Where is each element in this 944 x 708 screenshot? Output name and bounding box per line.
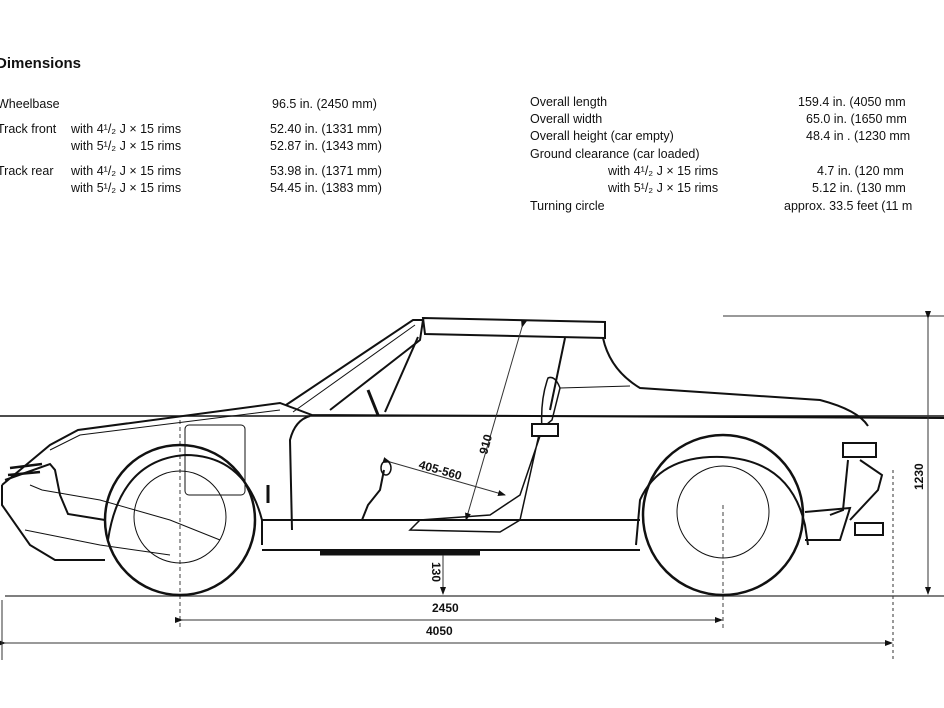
dim-label-seat-range: 405-560: [417, 457, 464, 483]
spec-value: 52.87 in. (1343 mm): [270, 139, 382, 153]
spec-label: Track front: [0, 122, 57, 136]
dim-label-clearance: 130: [429, 562, 443, 582]
spec-value: 5.12 in. (130 mm: [812, 181, 906, 195]
spec-sub: with 4¹/₂ J × 15 rims: [71, 164, 182, 178]
front-wheel: [103, 420, 263, 630]
spec-value: 53.98 in. (1371 mm): [270, 164, 382, 178]
spec-sub: with 4¹/₂ J × 15 rims: [71, 122, 182, 136]
spec-value: 48.4 in . (1230 mm: [806, 129, 911, 143]
dim-label-length: 4050: [426, 624, 453, 638]
spec-label: Overall length: [530, 95, 608, 109]
spec-sub: with 5¹/₂ J × 15 rims: [71, 139, 182, 153]
spec-value: 96.5 in. (2450 mm): [272, 97, 377, 111]
spec-value: 52.40 in. (1331 mm): [270, 122, 382, 136]
spec-sub: with 4¹/₂ J × 15 rims: [608, 164, 719, 178]
spec-label: Wheelbase: [0, 97, 60, 111]
spec-value: approx. 33.5 feet (11 m: [784, 199, 913, 213]
spec-value: 159.4 in. (4050 mm: [798, 95, 906, 109]
car-body: [0, 316, 944, 561]
dim-label-wheelbase: 2450: [432, 601, 459, 615]
dim-label-seat-height: 910: [476, 432, 495, 455]
section-title: Dimensions: [0, 55, 82, 72]
spec-sub: with 5¹/₂ J × 15 rims: [71, 181, 182, 195]
rear-wheel: [635, 433, 809, 630]
spec-label: Overall width: [530, 112, 603, 126]
spec-sub: with 5¹/₂ J × 15 rims: [608, 181, 719, 195]
spec-value: 65.0 in. (1650 mm: [806, 112, 907, 126]
dimension-lines: [0, 311, 944, 660]
spec-label: Ground clearance (car loaded): [530, 147, 700, 161]
spec-label: Overall height (car empty): [530, 129, 674, 143]
spec-label: Track rear: [0, 164, 54, 178]
spec-label: Turning circle: [530, 199, 605, 213]
dim-label-height: 1230: [912, 463, 926, 490]
spec-value: 4.7 in. (120 mm: [817, 164, 904, 178]
spec-value: 54.45 in. (1383 mm): [270, 181, 382, 195]
